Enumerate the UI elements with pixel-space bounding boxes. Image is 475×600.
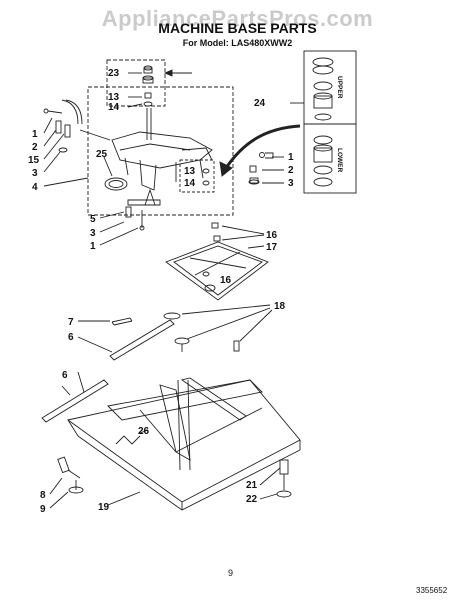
diagram-subtitle: For Model: LAS480XWW2 bbox=[182, 38, 293, 48]
right-hardware-stack bbox=[202, 152, 274, 186]
callout-9: 9 bbox=[40, 504, 46, 515]
upper-label: UPPER bbox=[336, 76, 343, 99]
callout-2-right: 2 bbox=[288, 165, 294, 176]
callout-1-left: 1 bbox=[32, 129, 38, 140]
callout-6-upper: 6 bbox=[68, 332, 74, 343]
callout-19: 19 bbox=[98, 502, 110, 513]
post-parts-box bbox=[106, 59, 166, 107]
document-number: 3355652 bbox=[416, 586, 448, 595]
transmission-box bbox=[87, 86, 234, 216]
callout-1-right: 1 bbox=[288, 152, 294, 163]
callout-13-right: 13 bbox=[184, 166, 196, 177]
part-19-machine-base bbox=[66, 377, 301, 511]
part-17-frame bbox=[165, 222, 269, 301]
callout-26: 26 bbox=[138, 426, 150, 437]
callout-24: 24 bbox=[254, 98, 266, 109]
part-14-washer bbox=[143, 101, 153, 107]
part-26-clip bbox=[115, 429, 149, 445]
part-6-bracket-upper bbox=[77, 319, 175, 361]
part-8-9-leveling-leg bbox=[49, 456, 84, 509]
callout-14-top: 14 bbox=[108, 102, 120, 113]
callout-3-lower: 3 bbox=[90, 228, 96, 239]
page-number: 9 bbox=[228, 568, 234, 578]
left-hardware-stack bbox=[43, 99, 111, 153]
watermark-text: AppliancePartsPros.com bbox=[101, 6, 374, 31]
callout-16-upper: 16 bbox=[266, 230, 278, 241]
callout-15: 15 bbox=[28, 155, 40, 166]
lower-hardware-stack bbox=[99, 199, 161, 246]
callout-1-lower: 1 bbox=[90, 241, 96, 252]
callout-21: 21 bbox=[246, 480, 258, 491]
callout-17: 17 bbox=[266, 242, 278, 253]
callout-6-lower: 6 bbox=[62, 370, 68, 381]
diagram-title: MACHINE BASE PARTS bbox=[158, 20, 317, 36]
part-6-bracket-lower bbox=[41, 379, 109, 423]
part-25-seal bbox=[104, 177, 128, 191]
transmission-assembly bbox=[111, 108, 213, 206]
lower-label: LOWER bbox=[336, 148, 343, 172]
part-21-22-rear-leg bbox=[259, 459, 292, 500]
callout-8: 8 bbox=[40, 490, 46, 501]
callout-25: 25 bbox=[96, 149, 108, 160]
callout-23: 23 bbox=[108, 68, 120, 79]
callout-2-left: 2 bbox=[32, 142, 38, 153]
clip-group-box bbox=[179, 159, 215, 193]
part-13-clip bbox=[144, 92, 152, 99]
part-7-spring bbox=[78, 317, 133, 326]
callout-4: 4 bbox=[32, 182, 38, 193]
callout-3-left: 3 bbox=[32, 168, 38, 179]
callout-7: 7 bbox=[68, 317, 74, 328]
callout-14-right: 14 bbox=[184, 178, 196, 189]
callout-18: 18 bbox=[274, 301, 286, 312]
bearing-kit-panel bbox=[290, 50, 357, 194]
assembly-arrow bbox=[224, 124, 301, 169]
leader-19 bbox=[107, 491, 141, 506]
part-18-pads bbox=[163, 304, 273, 352]
part-23-cap bbox=[142, 65, 154, 84]
callout-3-right: 3 bbox=[288, 178, 294, 189]
callout-16-lower: 16 bbox=[220, 275, 232, 286]
callout-13-top: 13 bbox=[108, 92, 120, 103]
callout-22: 22 bbox=[246, 494, 258, 505]
callout-5: 5 bbox=[90, 214, 96, 225]
